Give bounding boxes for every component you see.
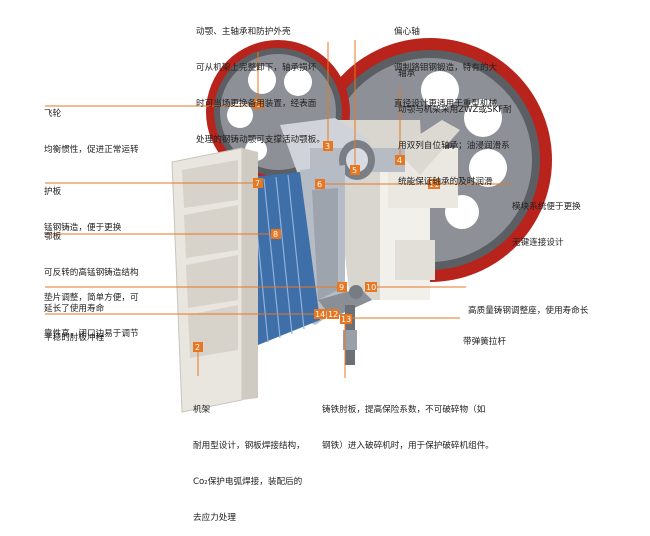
callout-frame: 机架 耐用型设计，钢板焊接结构， Co₂保护电弧焊接，装配后的 去应力处理 [193, 405, 305, 523]
marker-9: 9 [339, 283, 344, 292]
marker-10: 10 [366, 283, 376, 292]
machine-illustration: 1 2 3 4 5 6 7 8 9 10 11 12 13 14 [45, 38, 552, 413]
callout-guard-plate: 护板 锰钢铸造，便于更换 [44, 187, 122, 233]
leader-lines [45, 40, 510, 378]
jaw-plates [240, 172, 320, 345]
callout-bearing: 轴承 动颚与机架采用ZWZ或SKF耐 用双列自位轴承；油浸润滑系 统能保证轴承的… [398, 69, 512, 187]
left-frame [171, 147, 258, 413]
callout-adjust-seat: 高质量铸钢调整座，使用寿命长 [468, 306, 589, 316]
marker-14: 14 [315, 310, 325, 319]
marker-3: 3 [325, 142, 330, 151]
marker-1: 1 [255, 100, 260, 109]
crusher-diagram: 1 2 3 4 5 6 7 8 9 10 11 12 13 14 动颚、主轴承和… [44, 27, 589, 523]
callout-spring-rod: 带弹簧拉杆 [463, 337, 506, 347]
callout-jaw-bearing-guard: 动颚、主轴承和防护外壳 可从机架上完整卸下，轴承损坏 时可当场更换备用装置，经表… [196, 27, 325, 145]
callout-jaw-plate: 鄂板 可反转的高锰钢铸造结构 延长了使用寿命 [44, 232, 139, 314]
callout-module-system: 模块系统便于更换 无键连接设计 [512, 202, 581, 248]
marker-13: 13 [341, 315, 351, 324]
marker-7: 7 [255, 179, 260, 188]
callout-shim-adjust: 垫片调整，简单方便，可 靠性高，闭口边易于调节 [44, 293, 139, 339]
marker-11: 11 [429, 180, 439, 189]
marker-6: 6 [317, 180, 322, 189]
marker-4: 4 [397, 156, 402, 165]
callout-eccentric-shaft: 偏心轴 调制铬钼钢锻造，特有的大 直径设计更适用于重型机械 [394, 27, 498, 109]
marker-5: 5 [352, 166, 357, 175]
callout-cast-toggle: 铸铁肘板，提高保险系数，不可破碎物（如 钢铁）进入破碎机时，用于保护破碎机组件。 [322, 405, 494, 451]
callout-toggle-stroke: 平稳的肘板冲程 [44, 333, 105, 343]
marker-8: 8 [273, 230, 278, 239]
markers: 1 2 3 4 5 6 7 8 9 10 11 12 13 14 [193, 99, 440, 352]
marker-12: 12 [328, 310, 338, 319]
callout-flywheel: 飞轮 均衡惯性，促进正常运转 [44, 109, 139, 155]
marker-2: 2 [195, 343, 200, 352]
